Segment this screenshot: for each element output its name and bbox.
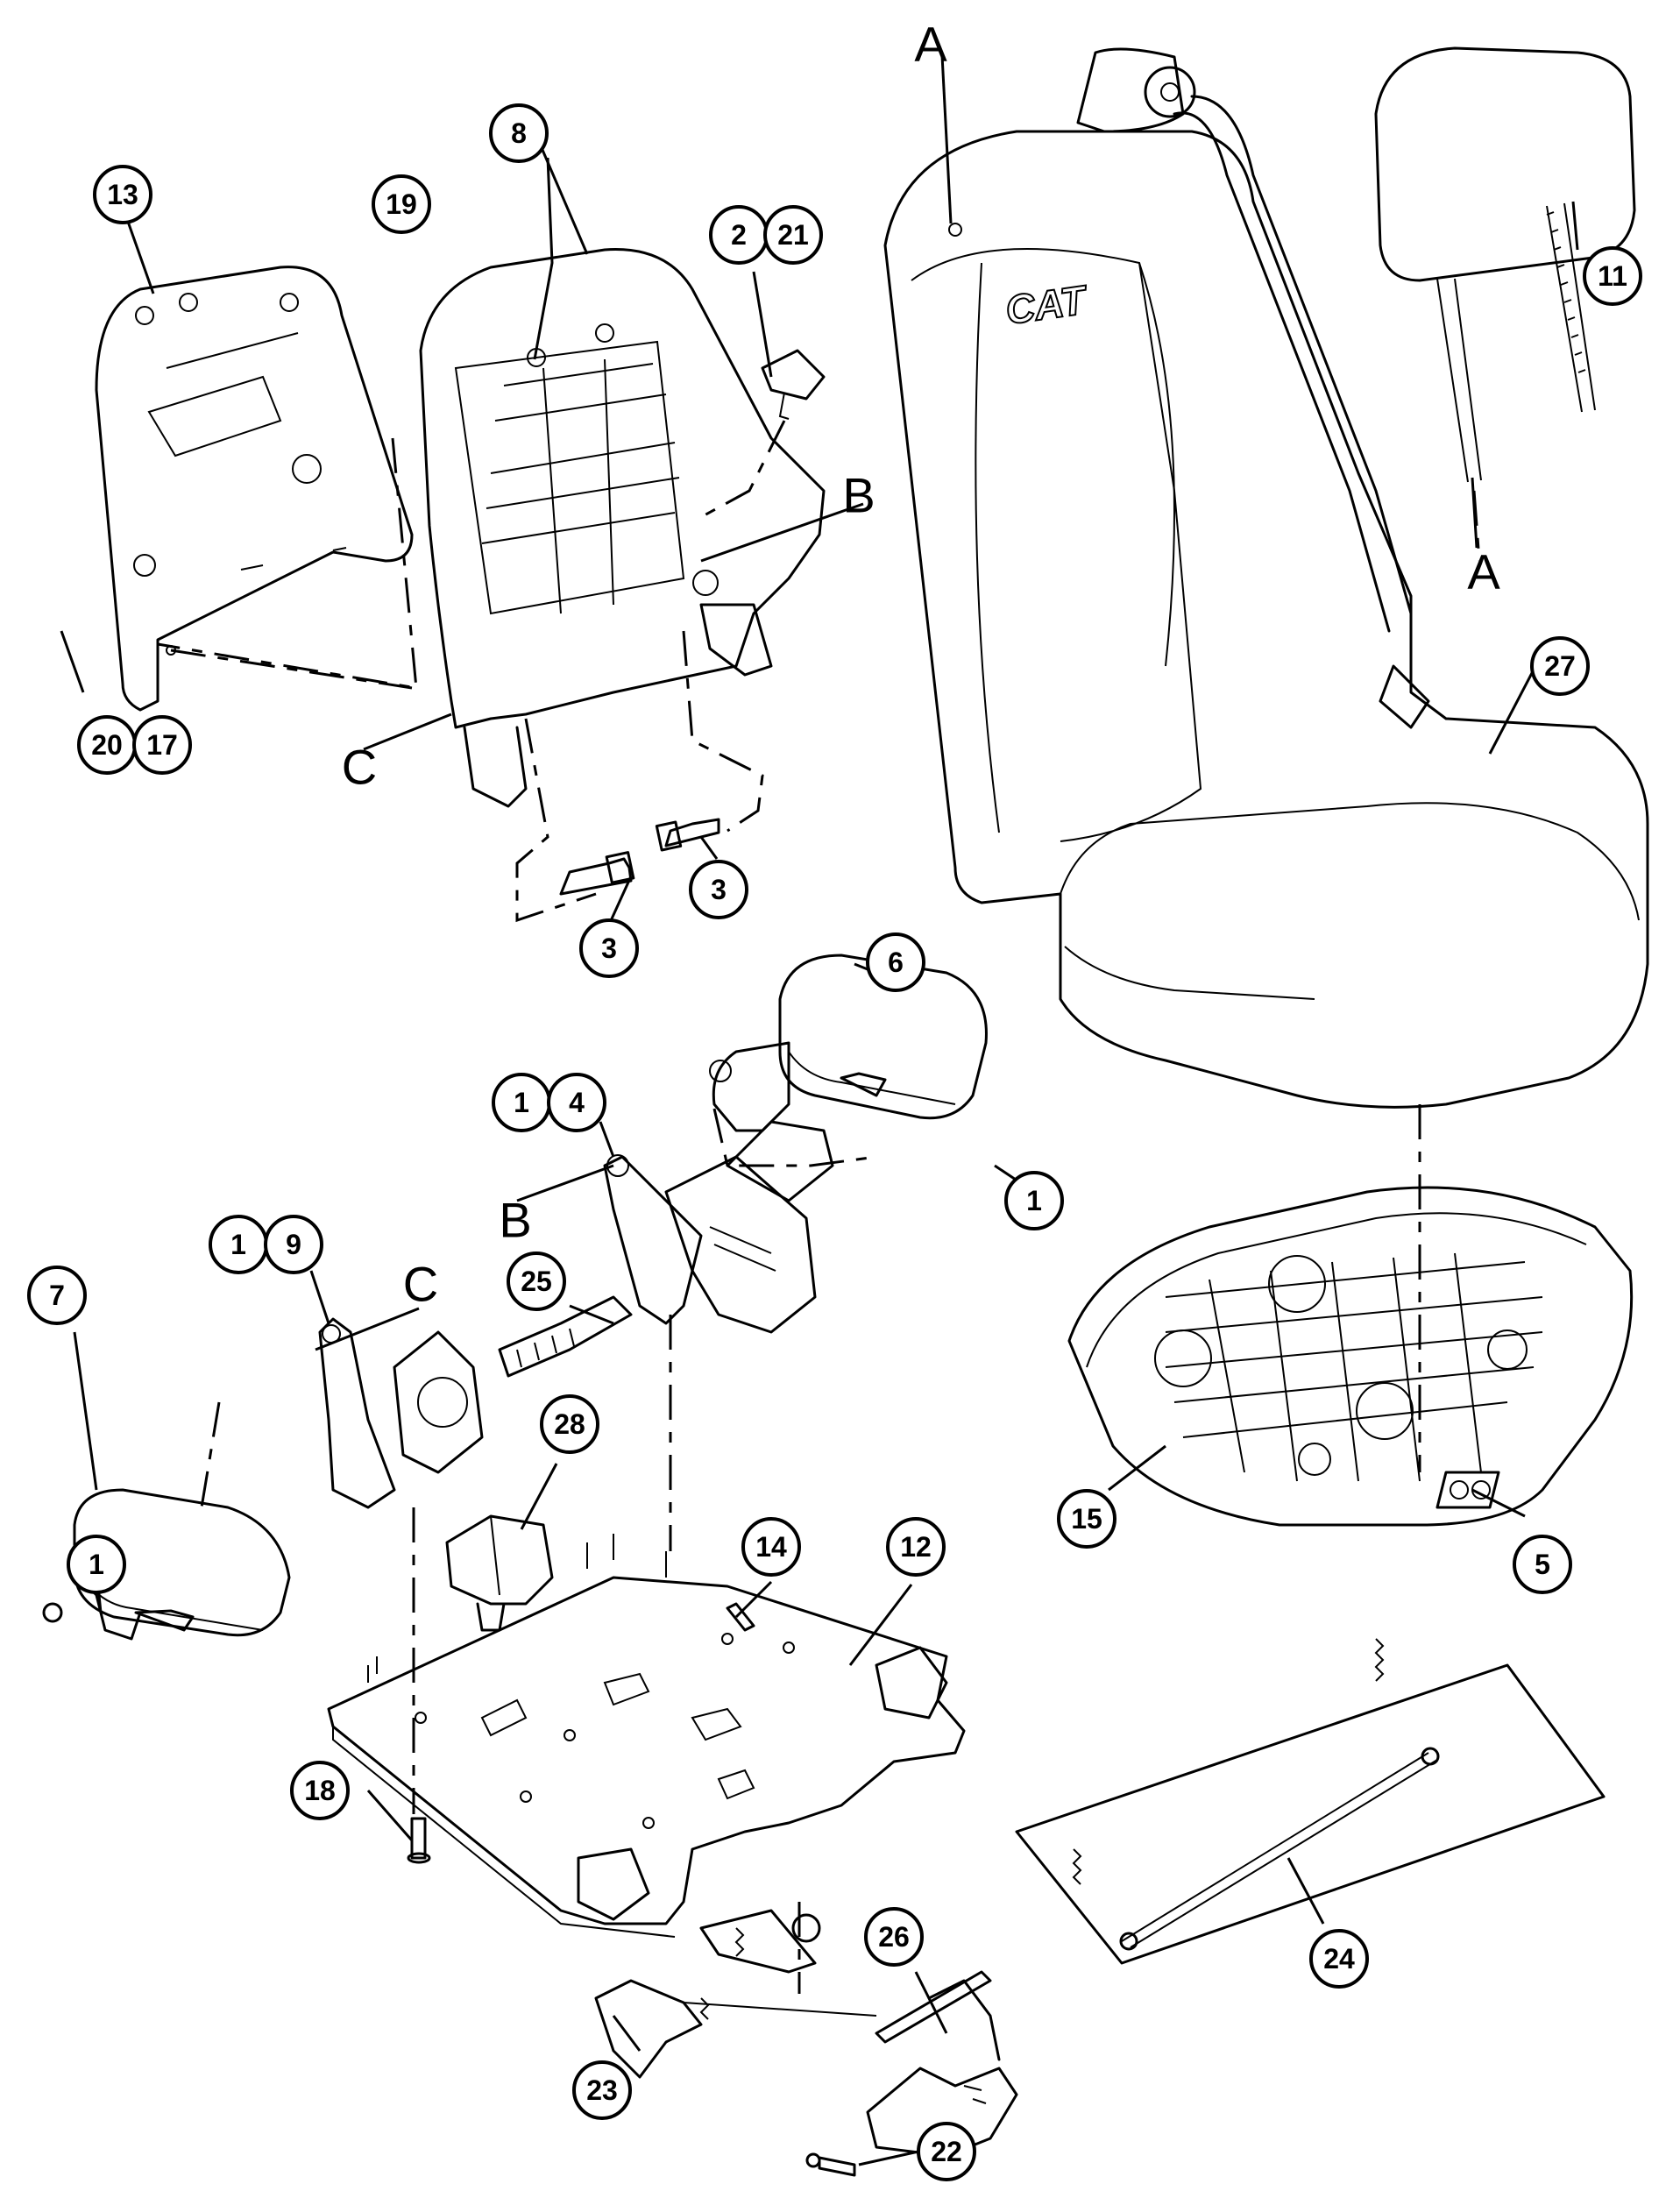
part-seat-cushion: CAT <box>883 47 1649 1109</box>
callout-12: 12 <box>886 1517 946 1577</box>
callout-21: 21 <box>763 205 823 265</box>
svg-text:8: 8 <box>511 117 527 149</box>
callout-13: 13 <box>93 165 152 224</box>
svg-text:1: 1 <box>1026 1185 1042 1216</box>
callout-23: 23 <box>572 2060 632 2120</box>
part-right-armrest <box>709 954 988 1132</box>
svg-text:25: 25 <box>521 1266 552 1297</box>
callout-25: 25 <box>507 1251 566 1311</box>
svg-text:1: 1 <box>514 1087 529 1118</box>
callout-1-armrest: 1 <box>1004 1171 1064 1230</box>
callout-28: 28 <box>540 1394 599 1454</box>
letter-b-belt: B <box>499 1193 531 1248</box>
part-back-cover <box>95 266 414 712</box>
callout-1-belt: 1 <box>492 1073 551 1132</box>
letter-a-top: A <box>914 17 947 72</box>
part-seat-pan <box>1067 1186 1634 1527</box>
letter-a-headrest: A <box>1467 544 1500 599</box>
svg-text:1: 1 <box>89 1549 104 1580</box>
reference-letters: A A B B C C <box>342 17 1501 1312</box>
svg-text:4: 4 <box>569 1087 585 1118</box>
part-spring-kit <box>1015 1638 1606 1965</box>
svg-text:28: 28 <box>554 1408 585 1440</box>
callout-6: 6 <box>866 932 925 992</box>
part-screw <box>805 2152 856 2177</box>
callout-8: 8 <box>489 103 549 163</box>
callout-3-left: 3 <box>579 918 639 978</box>
cat-logo: CAT <box>1003 276 1091 333</box>
svg-text:3: 3 <box>601 932 617 964</box>
part-lever-assembly <box>594 1909 877 2079</box>
callout-1-left-armrest: 1 <box>67 1535 126 1594</box>
callout-14: 14 <box>741 1517 801 1577</box>
letter-b-back: B <box>842 468 875 523</box>
leader-lines <box>60 54 1579 2166</box>
callout-7: 7 <box>27 1266 87 1325</box>
part-adjust-knob <box>700 349 826 519</box>
callout-26: 26 <box>864 1907 924 1967</box>
callout-15: 15 <box>1057 1489 1116 1549</box>
part-headrest <box>1374 46 1636 562</box>
svg-text:24: 24 <box>1323 1943 1355 1975</box>
svg-text:1: 1 <box>230 1229 246 1260</box>
svg-text:7: 7 <box>49 1280 65 1311</box>
svg-text:12: 12 <box>900 1531 932 1563</box>
callout-22: 22 <box>917 2122 976 2181</box>
svg-text:22: 22 <box>931 2136 962 2167</box>
svg-text:5: 5 <box>1535 1549 1550 1580</box>
svg-text:15: 15 <box>1071 1503 1102 1535</box>
part-seatbelt-assembly <box>498 1120 834 1378</box>
callout-3-right: 3 <box>689 860 748 919</box>
svg-text:9: 9 <box>286 1229 301 1260</box>
svg-text:26: 26 <box>878 1921 910 1953</box>
reference-lines <box>157 437 1421 1994</box>
callout-27: 27 <box>1530 636 1590 696</box>
svg-text:17: 17 <box>146 729 178 761</box>
svg-text:3: 3 <box>711 874 727 905</box>
callout-11: 11 <box>1583 246 1642 306</box>
svg-text:27: 27 <box>1544 650 1576 682</box>
svg-text:23: 23 <box>586 2074 618 2106</box>
callout-1-bracket: 1 <box>209 1215 268 1274</box>
letter-c-back: C <box>342 740 377 795</box>
part-mounting-plate <box>327 1534 966 1938</box>
callout-20: 20 <box>77 715 137 775</box>
part-bottom-bolt <box>407 1817 431 1864</box>
svg-text:21: 21 <box>777 219 809 251</box>
svg-text:19: 19 <box>386 188 417 220</box>
callout-19: 19 <box>372 174 431 234</box>
part-left-pivot-bracket <box>318 1317 484 1509</box>
part-slide-handle <box>866 1970 1018 2158</box>
part-sensor-box <box>445 1514 554 1632</box>
callout-17: 17 <box>132 715 192 775</box>
letter-c-bracket: C <box>403 1257 438 1312</box>
svg-text:18: 18 <box>304 1775 336 1806</box>
svg-text:20: 20 <box>91 729 123 761</box>
callout-5: 5 <box>1513 1535 1572 1594</box>
svg-text:2: 2 <box>731 219 747 251</box>
callout-9: 9 <box>264 1215 323 1274</box>
callout-2: 2 <box>709 205 769 265</box>
svg-text:13: 13 <box>107 179 138 210</box>
part-bolts <box>559 818 720 896</box>
svg-text:6: 6 <box>888 947 904 978</box>
callout-18: 18 <box>290 1761 350 1820</box>
svg-text:11: 11 <box>1598 260 1627 292</box>
callout-4: 4 <box>547 1073 606 1132</box>
callout-24: 24 <box>1309 1929 1369 1989</box>
svg-text:14: 14 <box>755 1531 787 1563</box>
